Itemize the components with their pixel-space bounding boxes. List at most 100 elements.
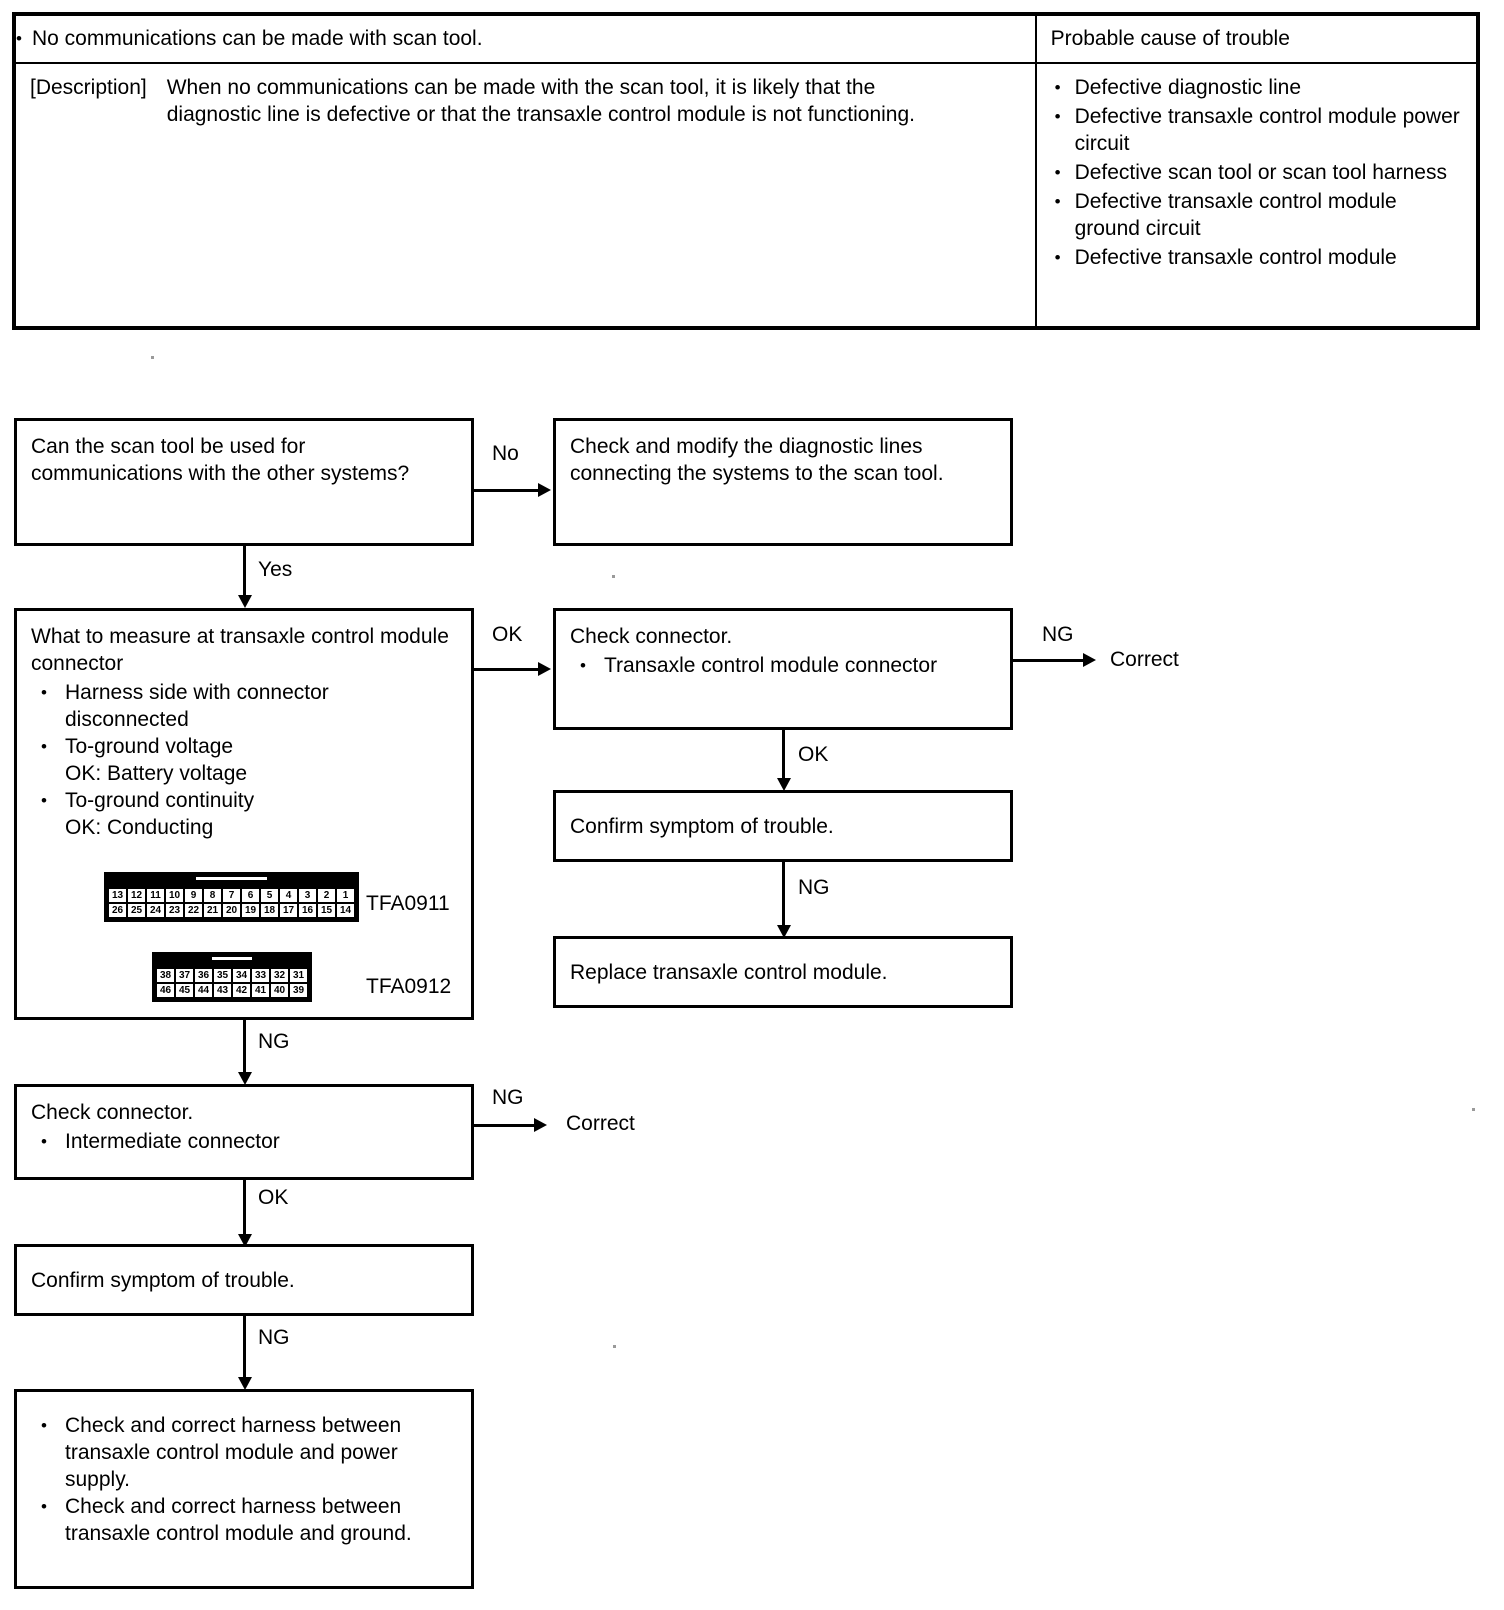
connector-pin: 7 (223, 889, 240, 902)
connector-pin: 31 (290, 969, 307, 982)
connector-pin: 33 (252, 969, 269, 982)
edge-line-ng-correct-right (1013, 659, 1085, 662)
edge-line-ok-confirm-right (782, 730, 785, 782)
probable-cause-list: Defective diagnostic line Defective tran… (1051, 74, 1462, 271)
symptom-text: No communications can be made with scan … (32, 27, 483, 50)
connector-pin: 3 (299, 889, 316, 902)
connector-pin: 43 (214, 984, 231, 997)
edge-line-yes (243, 546, 246, 600)
connector-pin-row-bottom: 26 25 24 23 22 21 20 19 18 17 16 15 14 (109, 904, 354, 917)
flow-box-scan-tool-question: Can the scan tool be used for communicat… (14, 418, 474, 546)
arrow-icon (777, 778, 791, 791)
list-item: Check and correct harness between transa… (31, 1493, 457, 1547)
list-item: Harness side with connector disconnected (31, 679, 457, 733)
check-connector-item-list: Transaxle control module connector (570, 652, 996, 679)
edge-label-ng-left: NG (492, 1086, 524, 1109)
connector-diagram-tfa0911: 13 12 11 10 9 8 7 6 5 4 3 2 1 26 25 24 2… (104, 872, 359, 922)
list-item: Transaxle control module connector (570, 652, 996, 679)
flow-box-text: Replace transaxle control module. (570, 961, 888, 984)
scan-speckle (613, 1345, 616, 1348)
arrow-icon (538, 662, 551, 676)
list-item: Defective diagnostic line (1051, 74, 1462, 101)
flow-box-title: Check connector. (31, 1101, 194, 1124)
measure-item-list: Harness side with connector disconnected… (31, 679, 457, 841)
intermediate-item-list: Intermediate connector (31, 1128, 457, 1155)
cause-column-header: Probable cause of trouble (1050, 27, 1290, 50)
connector-pin: 42 (233, 984, 250, 997)
list-item: Defective scan tool or scan tool harness (1051, 159, 1462, 186)
flow-box-check-connector-tcm: Check connector. Transaxle control modul… (553, 608, 1013, 730)
symptom-text-line: • No communications can be made with sca… (16, 16, 1035, 52)
edge-label-ng-replace: NG (798, 876, 830, 899)
connector-pin: 38 (157, 969, 174, 982)
edge-line-ng-intermediate (243, 1020, 246, 1076)
flow-box-check-modify-lines: Check and modify the diagnostic lines co… (553, 418, 1013, 546)
connector-pin: 10 (166, 889, 183, 902)
edge-label-no: No (492, 442, 519, 465)
list-item: Intermediate connector (31, 1128, 457, 1155)
edge-line-ok-confirm-left (243, 1180, 246, 1238)
connector-pin: 1 (337, 889, 354, 902)
flow-box-replace-module: Replace transaxle control module. (553, 936, 1013, 1008)
description-tag: [Description] (30, 76, 147, 99)
flow-box-text: Confirm symptom of trouble. (570, 815, 834, 838)
scan-speckle (151, 356, 154, 359)
connector-code-tfa0912: TFA0912 (366, 975, 452, 998)
flow-box-text: Confirm symptom of trouble. (31, 1269, 295, 1292)
edge-label-ok-confirm-left: OK (258, 1186, 289, 1209)
arrow-icon (238, 595, 252, 608)
connector-pin: 11 (147, 889, 164, 902)
connector-pin-row-bottom: 46 45 44 43 42 41 40 39 (157, 984, 307, 997)
scan-speckle (1472, 1108, 1475, 1111)
list-item: Defective transaxle control module groun… (1051, 188, 1462, 242)
arrow-icon (777, 925, 791, 938)
edge-line-ng-correct-left (474, 1124, 536, 1127)
list-item: To-ground voltage OK: Battery voltage (31, 733, 457, 787)
connector-pin: 2 (318, 889, 335, 902)
connector-pin: 13 (109, 889, 126, 902)
harness-action-list: Check and correct harness between transa… (31, 1412, 457, 1547)
flow-box-text: Can the scan tool be used for communicat… (31, 435, 410, 485)
description-cell: [Description] When no communications can… (13, 62, 1037, 329)
symptom-table-body-row: [Description] When no communications can… (13, 62, 1480, 329)
connector-pin: 8 (204, 889, 221, 902)
connector-pin: 22 (185, 904, 202, 917)
connector-pin: 25 (128, 904, 145, 917)
edge-label-ng-right: NG (1042, 623, 1074, 646)
connector-pin: 6 (242, 889, 259, 902)
edge-label-yes: Yes (258, 558, 293, 581)
connector-pin: 23 (166, 904, 183, 917)
flow-box-text: Check and modify the diagnostic lines co… (570, 435, 944, 485)
edge-label-ng-intermediate: NG (258, 1030, 290, 1053)
connector-pin: 41 (252, 984, 269, 997)
symptom-table: • No communications can be made with sca… (12, 12, 1480, 330)
flow-box-check-connector-intermediate: Check connector. Intermediate connector (14, 1084, 474, 1180)
flow-box-confirm-symptom-left: Confirm symptom of trouble. (14, 1244, 474, 1316)
connector-pin: 26 (109, 904, 126, 917)
connector-pin: 44 (195, 984, 212, 997)
connector-pin: 19 (242, 904, 259, 917)
connector-pin-row-top: 13 12 11 10 9 8 7 6 5 4 3 2 1 (109, 889, 354, 902)
list-item: Check and correct harness between transa… (31, 1412, 457, 1493)
connector-pin: 16 (299, 904, 316, 917)
connector-pin: 45 (176, 984, 193, 997)
connector-pin: 36 (195, 969, 212, 982)
connector-pin-row-top: 38 37 36 35 34 33 32 31 (157, 969, 307, 982)
connector-pin: 35 (214, 969, 231, 982)
connector-pin: 40 (271, 984, 288, 997)
connector-pin: 32 (271, 969, 288, 982)
edge-line-ok-right (474, 668, 540, 671)
flow-box-confirm-symptom-right: Confirm symptom of trouble. (553, 790, 1013, 862)
connector-pin: 17 (280, 904, 297, 917)
probable-cause-cell: Defective diagnostic line Defective tran… (1034, 62, 1480, 329)
connector-pin: 9 (185, 889, 202, 902)
connector-pin: 4 (280, 889, 297, 902)
connector-code-tfa0911: TFA0911 (366, 892, 450, 915)
connector-pin: 14 (337, 904, 354, 917)
description-block: [Description] When no communications can… (30, 74, 1021, 128)
connector-pin: 24 (147, 904, 164, 917)
list-item: To-ground continuity OK: Conducting (31, 787, 457, 841)
connector-pin: 21 (204, 904, 221, 917)
symptom-header-cell: • No communications can be made with sca… (13, 13, 1037, 64)
arrow-icon (238, 1234, 252, 1247)
